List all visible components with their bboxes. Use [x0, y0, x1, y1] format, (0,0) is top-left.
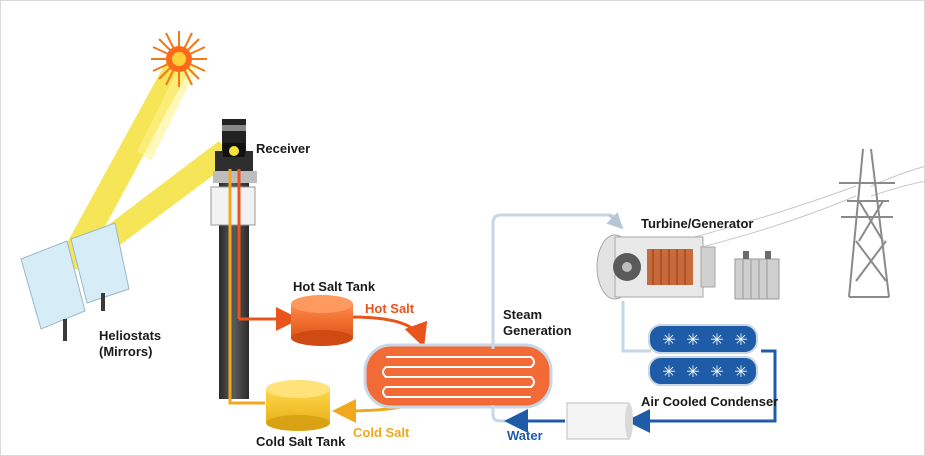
heliostat-mirrors — [20, 222, 130, 341]
heliostats-label: Heliostats — [99, 328, 162, 343]
svg-text:✳: ✳ — [662, 362, 675, 381]
hot-salt-label: Hot Salt — [365, 301, 415, 316]
hot-salt-tank — [291, 295, 353, 346]
cold-salt-tank — [266, 380, 330, 431]
svg-text:✳: ✳ — [686, 362, 699, 381]
cold-salt-label: Cold Salt — [353, 425, 410, 440]
receiver-label: Receiver — [256, 141, 311, 156]
svg-text:✳: ✳ — [734, 362, 747, 381]
svg-text:✳: ✳ — [710, 362, 723, 381]
hot-salt-flow — [239, 307, 428, 348]
steam-generator — [363, 343, 553, 409]
svg-text:✳: ✳ — [734, 330, 747, 349]
svg-text:✳: ✳ — [686, 330, 699, 349]
sunbeams — [56, 53, 235, 271]
turbine-generator — [596, 234, 716, 300]
water-label: Water — [507, 428, 543, 443]
steam-generation-sublabel: Generation — [503, 323, 572, 338]
steam-generation-label: Steam — [503, 307, 543, 322]
transformer — [734, 251, 780, 300]
svg-text:✳: ✳ — [662, 330, 675, 349]
cold-salt-tank-label: Cold Salt Tank — [256, 434, 346, 449]
tower-salt-pipes — [228, 169, 241, 399]
water-pump — [566, 402, 633, 440]
receiver-tower — [210, 119, 257, 399]
hot-salt-tank-label: Hot Salt Tank — [293, 279, 376, 294]
air-cooled-condenser-label: Air Cooled Condenser — [641, 394, 779, 409]
air-cooled-condenser: ✳ ✳ ✳ ✳ ✳ ✳ ✳ ✳ — [648, 324, 758, 386]
transmission-tower — [839, 148, 895, 298]
steam-arrow — [606, 212, 624, 230]
heliostats-sublabel: (Mirrors) — [99, 344, 153, 359]
sun-icon — [151, 31, 207, 87]
svg-text:✳: ✳ — [710, 330, 723, 349]
water-flow — [504, 349, 777, 433]
turbine-generator-label: Turbine/Generator — [641, 216, 754, 231]
